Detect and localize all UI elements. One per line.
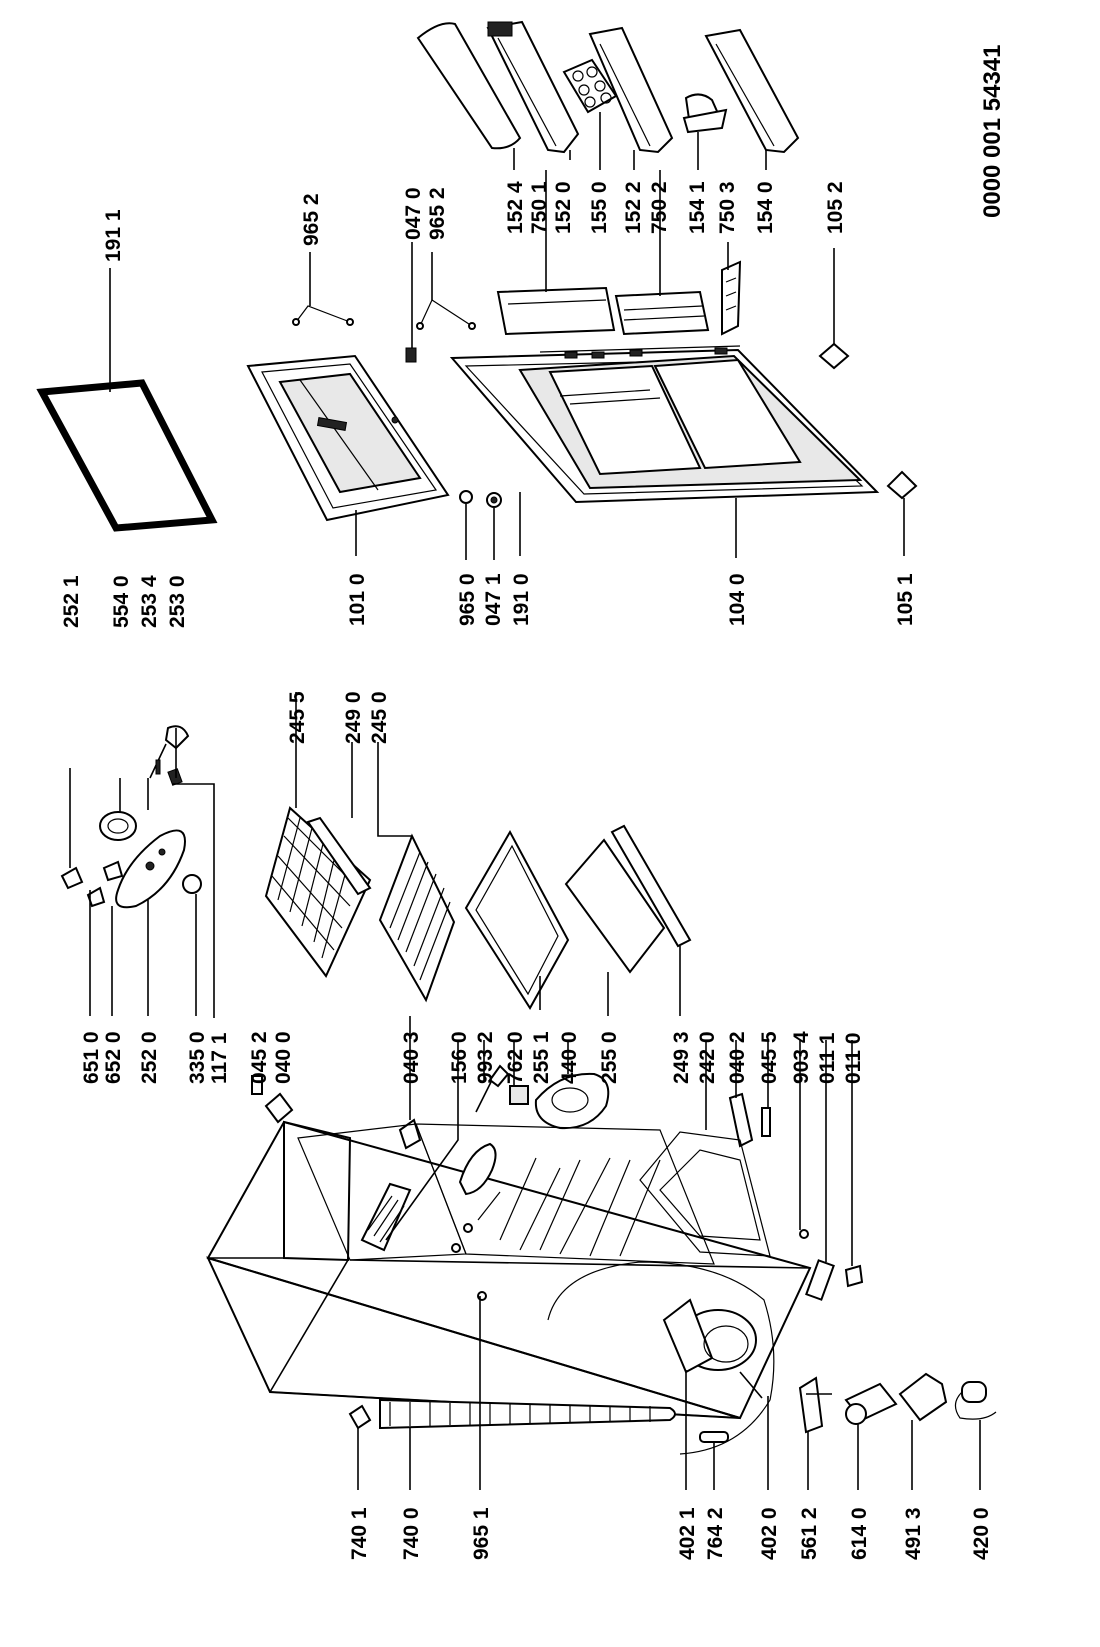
label-105-2: 105 2 [824,181,847,234]
shelf-edge-249-3 [610,824,692,948]
label-011-0: 011 0 [842,1033,865,1084]
feet-105 [818,342,918,500]
label-154-0: 154 0 [754,181,777,234]
label-993-2: 993 2 [474,1031,497,1084]
freezer-tray [378,833,456,1003]
label-156-0: 156 0 [448,1031,471,1084]
label-252-0: 252 0 [138,1031,161,1084]
label-040-0: 040 0 [272,1031,295,1084]
part-labels: 0000 001 54341 191 1 965 2 047 0 965 2 1… [60,44,1006,1560]
label-191-0: 191 0 [510,573,533,626]
label-047-0: 047 0 [402,187,425,240]
label-101-0: 101 0 [346,573,369,626]
condenser-740 [348,1398,676,1430]
label-402-0: 402 0 [758,1507,781,1560]
label-045-2: 045 2 [248,1031,271,1084]
label-104-0: 104 0 [726,573,749,626]
label-965-2-a: 965 2 [300,193,323,246]
label-561-2: 561 2 [798,1507,821,1560]
glass-shelf-255-0 [564,838,666,974]
label-249-3: 249 3 [670,1031,693,1084]
label-011-1: 011 1 [816,1032,839,1084]
label-965-1: 965 1 [470,1507,493,1560]
label-245-5: 245 5 [286,691,309,744]
fridge-door [449,345,880,504]
label-255-1: 255 1 [530,1031,553,1084]
label-750-3: 750 3 [716,181,739,234]
label-965-0: 965 0 [456,573,479,626]
label-155-0: 155 0 [588,181,611,234]
label-750-2: 750 2 [648,181,671,234]
label-554-0: 554 0 [110,575,133,628]
label-420-0: 420 0 [970,1507,993,1560]
label-965-2-b: 965 2 [426,187,449,240]
label-253-4: 253 4 [138,575,161,628]
label-491-3: 491 3 [902,1507,925,1560]
label-335-0: 335 0 [186,1031,209,1084]
leader-lines [69,112,981,1490]
label-740-0: 740 0 [400,1507,423,1560]
thermostat-assembly [60,725,202,909]
label-740-1: 740 1 [348,1507,371,1560]
label-252-1: 252 1 [60,575,83,628]
label-242-0: 242 0 [696,1031,719,1084]
label-154-1: 154 1 [686,181,709,234]
label-152-4: 152 4 [504,181,527,234]
freezer-door [246,354,450,522]
document-code: 0000 001 54341 [979,44,1006,218]
label-253-0: 253 0 [166,575,189,628]
cabinet-top-small-parts [251,1064,864,1301]
door-hinge-parts [405,347,502,508]
glass-shelf-255-1 [464,829,570,1010]
gasket-frame-top [36,379,218,532]
label-117-1: 117 1 [208,1032,231,1084]
label-762-0: 762 0 [504,1031,527,1084]
label-047-1: 047 1 [482,573,505,626]
label-105-1: 105 1 [894,573,917,626]
bottom-electrical-parts [699,1372,997,1443]
label-191-1: 191 1 [102,209,125,262]
label-764-2: 764 2 [704,1507,727,1560]
label-040-2: 040 2 [726,1031,749,1084]
wire-shelf [264,806,372,978]
label-440-0: 440 0 [558,1031,581,1084]
label-652-0: 652 0 [102,1031,125,1084]
label-045-5: 045 5 [758,1031,781,1084]
label-249-0: 249 0 [342,691,365,744]
label-651-0: 651 0 [80,1031,103,1084]
label-245-0: 245 0 [368,691,391,744]
compressor [662,1298,763,1399]
door-shelves [416,20,800,154]
label-255-0: 255 0 [598,1031,621,1084]
label-750-1: 750 1 [528,181,551,234]
label-040-3: 040 3 [400,1031,423,1084]
label-152-0: 152 0 [552,181,575,234]
shelf-edge-249 [306,816,372,896]
label-614-0: 614 0 [848,1507,871,1560]
label-402-1: 402 1 [676,1507,699,1560]
label-903-4: 903 4 [790,1031,813,1084]
label-152-2: 152 2 [622,181,645,234]
screws-965-2 [292,299,476,330]
door-dividers [496,260,742,336]
